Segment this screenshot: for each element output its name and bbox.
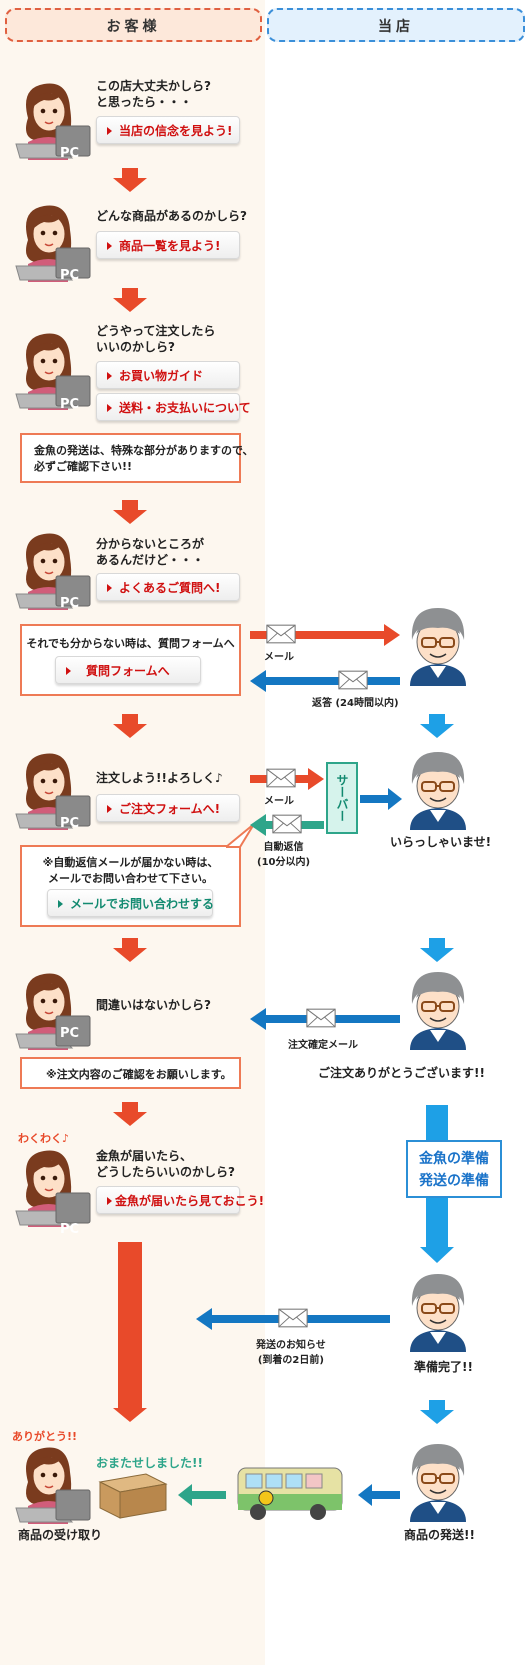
sorry-wait-text: おまたせしました!! xyxy=(96,1456,203,1470)
pc-label: PC xyxy=(60,146,80,161)
store-down-arrow xyxy=(420,938,454,962)
customer-avatar xyxy=(14,78,92,160)
question-form-button[interactable]: 質問フォームへ xyxy=(55,656,201,684)
reply-label: 返答 (24時間以内) xyxy=(312,698,399,709)
store-staff-avatar xyxy=(400,1440,478,1522)
question-text: 分からないところが あるんだけど・・・ xyxy=(96,537,205,567)
auto-reply-arrow xyxy=(250,814,324,836)
store-staff-avatar xyxy=(400,968,478,1050)
speech-tail xyxy=(226,823,255,848)
question-text: 間違いはないかしら? xyxy=(96,998,211,1012)
question-text: 金魚が届いたら、 どうしたらいいのかしら? xyxy=(96,1149,235,1179)
flow-down-arrow xyxy=(113,168,147,192)
flow-down-arrow xyxy=(113,1102,147,1126)
mail-to-server-arrow xyxy=(250,768,324,790)
flow-down-arrow xyxy=(113,288,147,312)
auto-reply-label: 自動返信 (10分以内) xyxy=(257,842,311,868)
mail-label: メール xyxy=(264,796,294,807)
customer-avatar xyxy=(14,968,92,1050)
server-to-store-arrow xyxy=(360,788,402,810)
arrival-guide-button[interactable]: 金魚が届いたら見ておこう! xyxy=(96,1186,264,1214)
store-down-arrow xyxy=(420,1400,454,1424)
philosophy-button[interactable]: 当店の信念を見よう! xyxy=(96,116,240,144)
thanks-text: ご注文ありがとうございます!! xyxy=(318,1066,485,1080)
customer-avatar xyxy=(14,748,92,830)
store-staff-avatar xyxy=(400,1270,478,1352)
ship-to-customer-arrow xyxy=(358,1484,400,1506)
reply-arrow-left xyxy=(250,670,400,692)
pc-label: PC xyxy=(60,268,80,283)
customer-avatar xyxy=(14,1145,92,1227)
question-text: この店大丈夫かしら? と思ったら・・・ xyxy=(96,79,211,109)
customer-header: お客様 xyxy=(5,8,262,42)
order-form-button[interactable]: ご注文フォームへ! xyxy=(96,794,240,822)
question-form-note-text: それでも分からない時は、質問フォームへ xyxy=(26,637,235,650)
question-text: 注文しよう!!よろしく♪ xyxy=(96,771,223,785)
shipping-payment-button[interactable]: 送料・お支払いについて xyxy=(96,393,251,421)
shipping-notice-label: 発送のお知らせ (到着の2日前) xyxy=(256,1340,326,1366)
store-staff-avatar xyxy=(400,604,478,686)
store-header: 当店 xyxy=(267,8,525,42)
pc-label: PC xyxy=(60,397,80,412)
confirm-mail-arrow xyxy=(250,1008,400,1030)
pc-label: PC xyxy=(60,816,80,831)
product-list-button[interactable]: 商品一覧を見よう! xyxy=(96,231,240,259)
customer-avatar xyxy=(14,528,92,610)
customer-avatar xyxy=(14,200,92,282)
receive-text: 商品の受け取り xyxy=(18,1528,103,1542)
pc-label: PC xyxy=(60,1026,80,1041)
preparation-box: 金魚の準備 発送の準備 xyxy=(406,1140,502,1198)
ready-text: 準備完了!! xyxy=(414,1360,473,1374)
mail-arrow-right xyxy=(250,624,400,646)
question-text: どんな商品があるのかしら? xyxy=(96,209,247,223)
faq-button[interactable]: よくあるご質問へ! xyxy=(96,573,240,601)
question-text: どうやって注文したら いいのかしら? xyxy=(96,324,216,354)
store-down-arrow xyxy=(420,714,454,738)
pc-label: PC xyxy=(60,596,80,611)
delivery-truck-icon xyxy=(237,1467,343,1520)
store-staff-avatar xyxy=(400,748,478,830)
welcome-text: いらっしゃいませ! xyxy=(390,835,492,849)
delivery-arrow xyxy=(178,1484,226,1506)
flow-down-arrow xyxy=(113,500,147,524)
customer-avatar xyxy=(14,1442,92,1524)
flow-down-arrow xyxy=(113,938,147,962)
confirm-mail-label: 注文確定メール xyxy=(288,1040,358,1051)
flow-down-arrow xyxy=(113,714,147,738)
server-box: サーバー xyxy=(326,762,358,834)
customer-avatar xyxy=(14,328,92,410)
shipped-text: 商品の発送!! xyxy=(404,1528,475,1542)
thanks-exclaim: ありがとう!! xyxy=(12,1430,78,1443)
confirm-note: ※注文内容のご確認をお願いします。 xyxy=(20,1057,241,1089)
shopping-guide-button[interactable]: お買い物ガイド xyxy=(96,361,240,389)
pc-label: PC xyxy=(60,1222,80,1237)
mail-label: メール xyxy=(264,652,294,663)
shipping-notice-arrow xyxy=(196,1308,390,1330)
excited-text: わくわく♪ xyxy=(18,1132,70,1145)
auto-reply-note-text: ※自動返信メールが届かない時は、 メールでお問い合わせて下さい。 xyxy=(42,856,219,885)
goldfish-shipping-note: 金魚の発送は、特殊な部分がありますので、 必ずご確認下さい!! xyxy=(20,433,254,483)
preparation-text: 金魚の準備 発送の準備 xyxy=(419,1151,489,1189)
package-box-icon xyxy=(98,1473,168,1519)
mail-inquiry-button[interactable]: メールでお問い合わせする xyxy=(47,889,214,917)
long-wait-arrow xyxy=(113,1242,147,1422)
